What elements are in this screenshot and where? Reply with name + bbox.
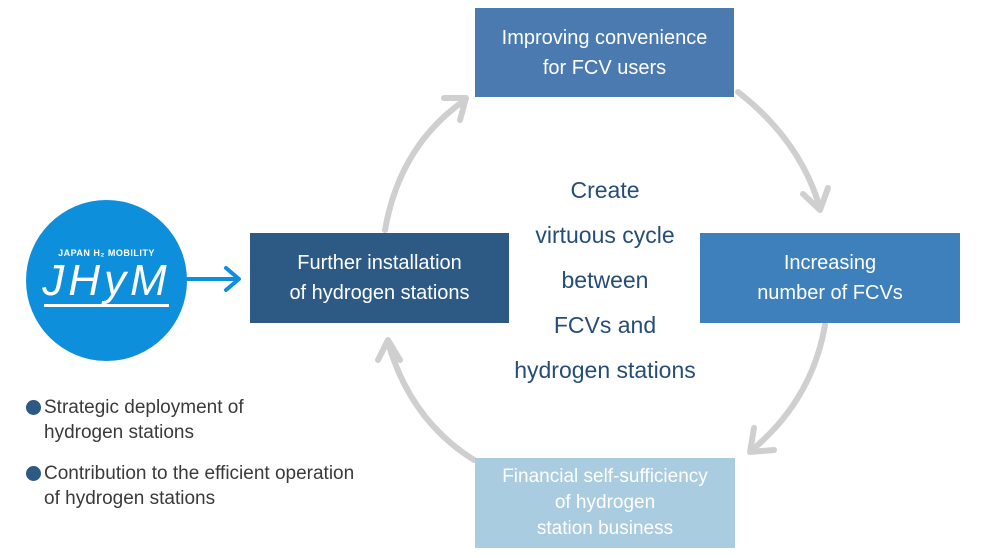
- bullet-text-line: hydrogen stations: [44, 422, 194, 443]
- virtuous-cycle-caption: Create virtuous cycle between FCVs and h…: [505, 168, 705, 393]
- box-label-line: Improving convenience: [501, 26, 708, 49]
- box-label-line: Financial self-sufficiency: [502, 466, 708, 487]
- bullet-dot-icon: [26, 400, 41, 415]
- logo-subtitle: JAPAN H₂ MOBILITY: [58, 248, 155, 258]
- bullet-text-line: Contribution to the efficient operation: [44, 463, 355, 484]
- logo-name: JHyM: [42, 256, 171, 305]
- logo-underline: [44, 304, 169, 307]
- caption-line: FCVs and: [553, 312, 657, 338]
- increasing-fcvs-box: Increasing number of FCVs: [700, 233, 960, 323]
- box-label-line: for FCV users: [542, 56, 667, 79]
- box-label-line: of hydrogen: [554, 492, 656, 513]
- financial-self-sufficiency-box: Financial self-sufficiency of hydrogen s…: [475, 458, 735, 548]
- bullet-item: Contribution to the efficient operation …: [26, 461, 446, 511]
- further-installation-box: Further installation of hydrogen station…: [250, 233, 509, 323]
- box-label-line: Further installation: [297, 252, 462, 274]
- bullet-text-line: Strategic deployment of: [44, 397, 244, 418]
- caption-line: between: [561, 267, 649, 293]
- improving-convenience-box: Improving convenience for FCV users: [475, 8, 734, 97]
- arrow-bottom-to-left-head: [375, 337, 403, 363]
- caption-line: Create: [570, 177, 640, 203]
- arrow-right-to-bottom: [749, 322, 828, 453]
- bullet-text-line: of hydrogen stations: [44, 488, 216, 509]
- box-label-line: of hydrogen stations: [289, 282, 470, 304]
- arrow-left-to-top-head: [441, 95, 469, 123]
- arrow-top-to-right-head: [800, 185, 831, 213]
- jhym-logo: JAPAN H₂ MOBILITY JHyM: [26, 200, 187, 361]
- arrow-bottom-to-left: [385, 339, 477, 463]
- bullet-dot-icon: [26, 466, 41, 481]
- arrow-right-to-bottom-head: [747, 425, 777, 455]
- arrow-top-to-right: [735, 89, 823, 211]
- arrow-left-to-top: [382, 97, 468, 233]
- box-label-line: Increasing: [783, 252, 877, 274]
- caption-line: hydrogen stations: [514, 357, 696, 383]
- box-label-line: station business: [536, 518, 674, 539]
- bullet-item: Strategic deployment of hydrogen station…: [26, 395, 426, 445]
- caption-line: virtuous cycle: [535, 222, 675, 248]
- box-label-line: number of FCVs: [757, 282, 903, 304]
- logo-arrow: [186, 266, 241, 292]
